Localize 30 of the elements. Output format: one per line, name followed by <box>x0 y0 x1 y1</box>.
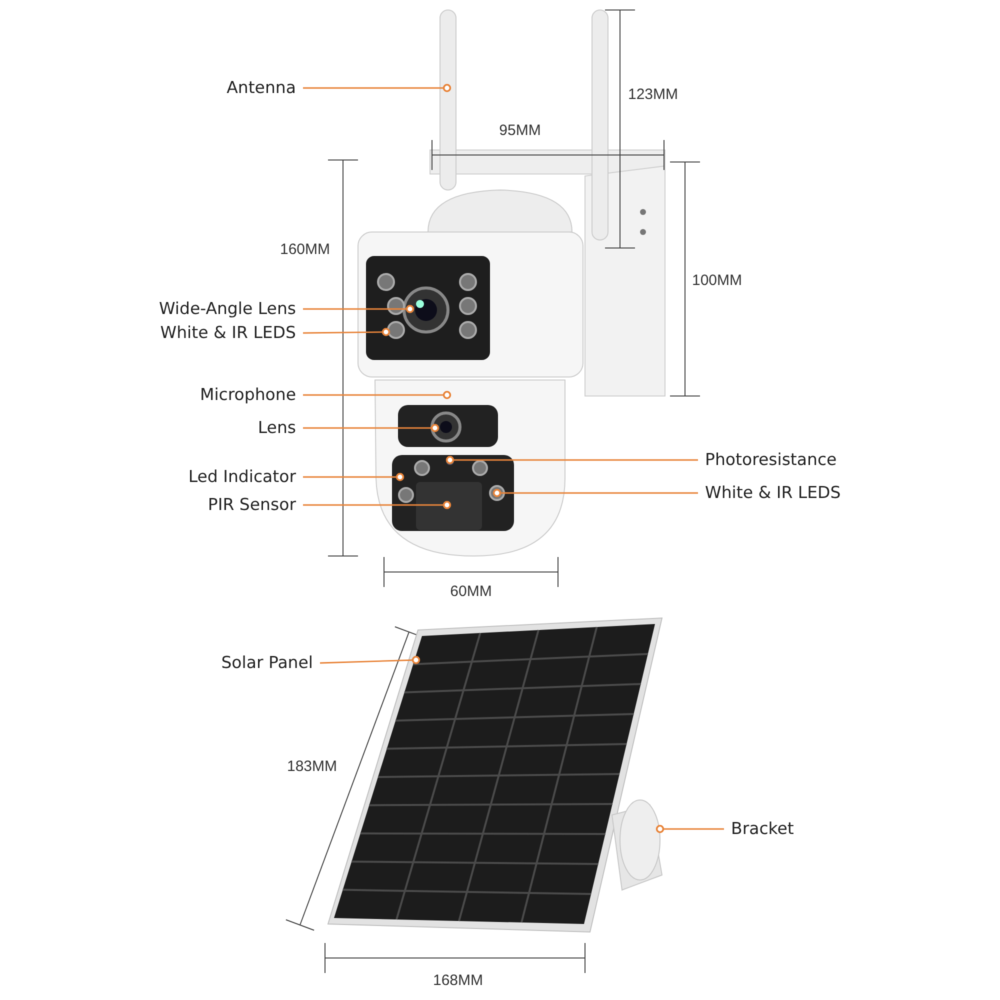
dimension-label: 168MM <box>432 972 484 990</box>
dimension-label: 100MM <box>692 272 742 290</box>
leader-line <box>320 656 420 664</box>
leader-line <box>303 500 452 510</box>
leader-line <box>303 472 404 482</box>
leader-line <box>446 456 698 464</box>
callout-label: Lens <box>258 418 296 438</box>
leader-line <box>303 84 452 92</box>
leader-line <box>303 390 452 400</box>
leader-line <box>492 488 698 498</box>
callout-label: White & IR LEDS <box>705 483 841 503</box>
callout-label: Led Indicator <box>188 467 296 487</box>
dimension-label: 60MM <box>450 583 492 601</box>
leader-line <box>303 304 414 314</box>
callout-label: Bracket <box>731 819 794 839</box>
dimension-label: 123MM <box>628 86 678 104</box>
bracket-drawing <box>611 800 663 891</box>
leader-line <box>656 824 724 834</box>
callout-label: White & IR LEDS <box>160 323 296 343</box>
callout-label: PIR Sensor <box>208 495 296 515</box>
callout-label: Solar Panel <box>221 653 313 673</box>
leader-line <box>303 328 390 336</box>
dimension-label: 183MM <box>286 758 338 776</box>
callout-label: Microphone <box>200 385 296 405</box>
callout-label: Photoresistance <box>705 450 837 470</box>
leader-line <box>303 424 440 432</box>
dimension-label: 160MM <box>280 241 330 259</box>
callout-label: Wide-Angle Lens <box>158 299 296 319</box>
dimension-label: 95MM <box>499 122 541 140</box>
callout-label: Antenna <box>226 78 296 98</box>
